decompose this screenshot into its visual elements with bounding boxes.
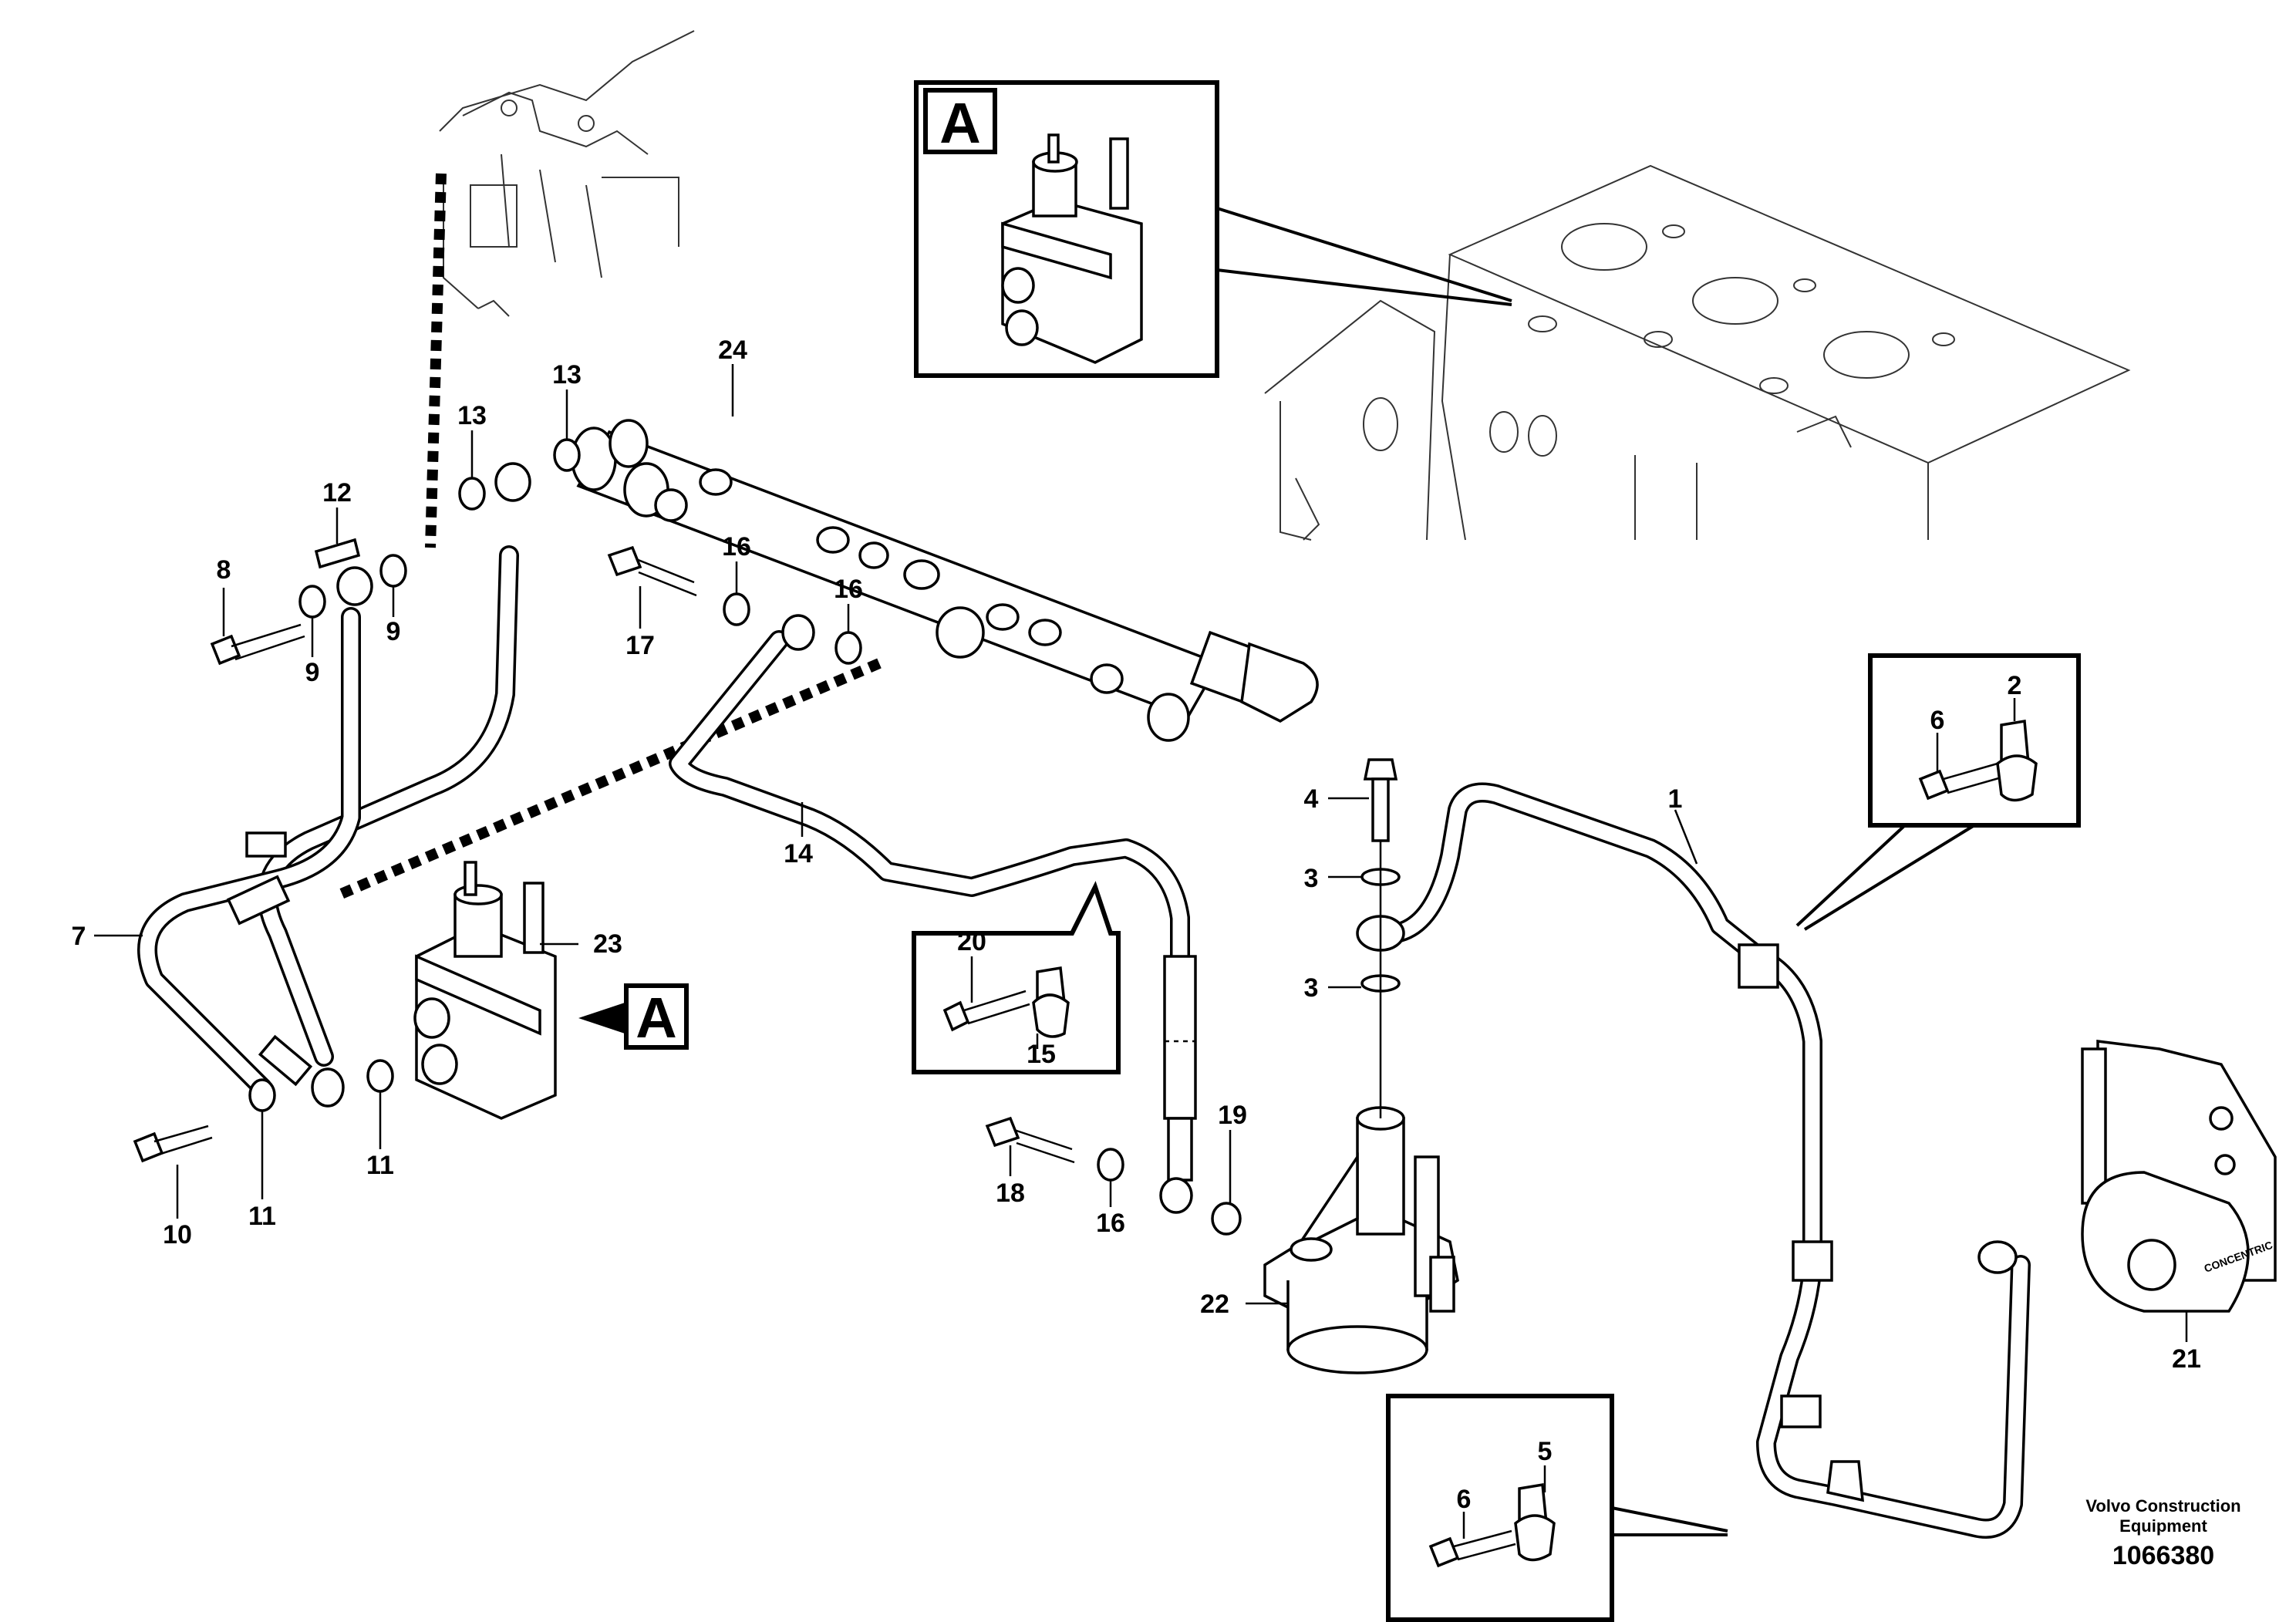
fuel-pump-21: CONCENTRIC [2081,1040,2277,1313]
fasteners [133,438,1405,1236]
callout-20: 20 [957,927,986,956]
callout-16-upper-left: 16 [722,532,751,561]
fuel-filter-housing-22 [1263,1106,1459,1374]
callout-labels: 1 2 3 3 4 5 6 6 7 8 9 9 10 11 11 12 13 1… [72,336,2201,1514]
callout-22: 22 [1200,1290,1229,1319]
fuel-hose-7 [137,545,519,1098]
callout-23: 23 [593,929,622,959]
brand-line-2: Equipment [2119,1516,2207,1536]
callout-5: 5 [1538,1437,1553,1466]
brand-line-1: Volvo Construction [2085,1496,2240,1516]
filled-triangle-arrow-icon [578,1003,625,1034]
callout-21: 21 [2172,1344,2201,1374]
engine-fragment-top-left [439,30,695,317]
callout-19: 19 [1218,1101,1247,1130]
fuel-hose-14 [669,630,1197,1182]
callout-24: 24 [718,336,747,365]
callout-9-right: 9 [386,617,401,646]
leader-lines [94,364,2188,1539]
fuel-pipe-1 [1386,782,2031,1539]
callout-16-lower: 16 [1096,1209,1125,1238]
callout-6-right-box: 6 [1930,706,1945,735]
callout-7: 7 [72,922,86,951]
callout-16-upper-right: 16 [834,575,863,604]
callout-12: 12 [322,478,352,508]
callout-14: 14 [784,839,813,868]
view-a-arrow-label: A [636,986,676,1050]
callout-11-lower: 11 [248,1202,276,1231]
clamp-detail-box-5-6 [1386,1394,1728,1622]
engine-block [1264,164,2131,541]
callout-9-left: 9 [305,658,320,687]
view-a-arrow: A [578,983,689,1050]
reference-number: 1066380 [2112,1541,2214,1570]
callout-11-upper: 11 [366,1151,394,1180]
detail-a-box: A [914,80,1512,378]
clamp-detail-box-15-20 [912,881,1121,1074]
callout-13-left: 13 [457,401,487,430]
detail-a-label: A [939,91,980,155]
callout-1: 1 [1668,784,1683,814]
hose-route-dashed-upper [425,173,447,548]
callout-3-lower: 3 [1304,973,1319,1003]
fuel-rail-24 [571,419,1319,742]
clamp-detail-box-2-6 [1795,653,2081,931]
callout-8: 8 [217,555,231,585]
callout-17: 17 [625,631,655,660]
callout-10: 10 [163,1220,192,1249]
pressure-valve-23 [413,861,557,1120]
callout-15: 15 [1027,1040,1056,1069]
callout-13-right: 13 [552,360,582,389]
callout-18: 18 [996,1179,1025,1208]
callout-4: 4 [1304,784,1319,814]
hose-route-dashed-middle [337,658,882,900]
callout-2: 2 [2008,671,2022,700]
footer-brand: Volvo Construction Equipment 1066380 [2085,1496,2240,1570]
callout-6-bottom-box: 6 [1457,1485,1472,1514]
callout-3-upper: 3 [1304,864,1319,893]
